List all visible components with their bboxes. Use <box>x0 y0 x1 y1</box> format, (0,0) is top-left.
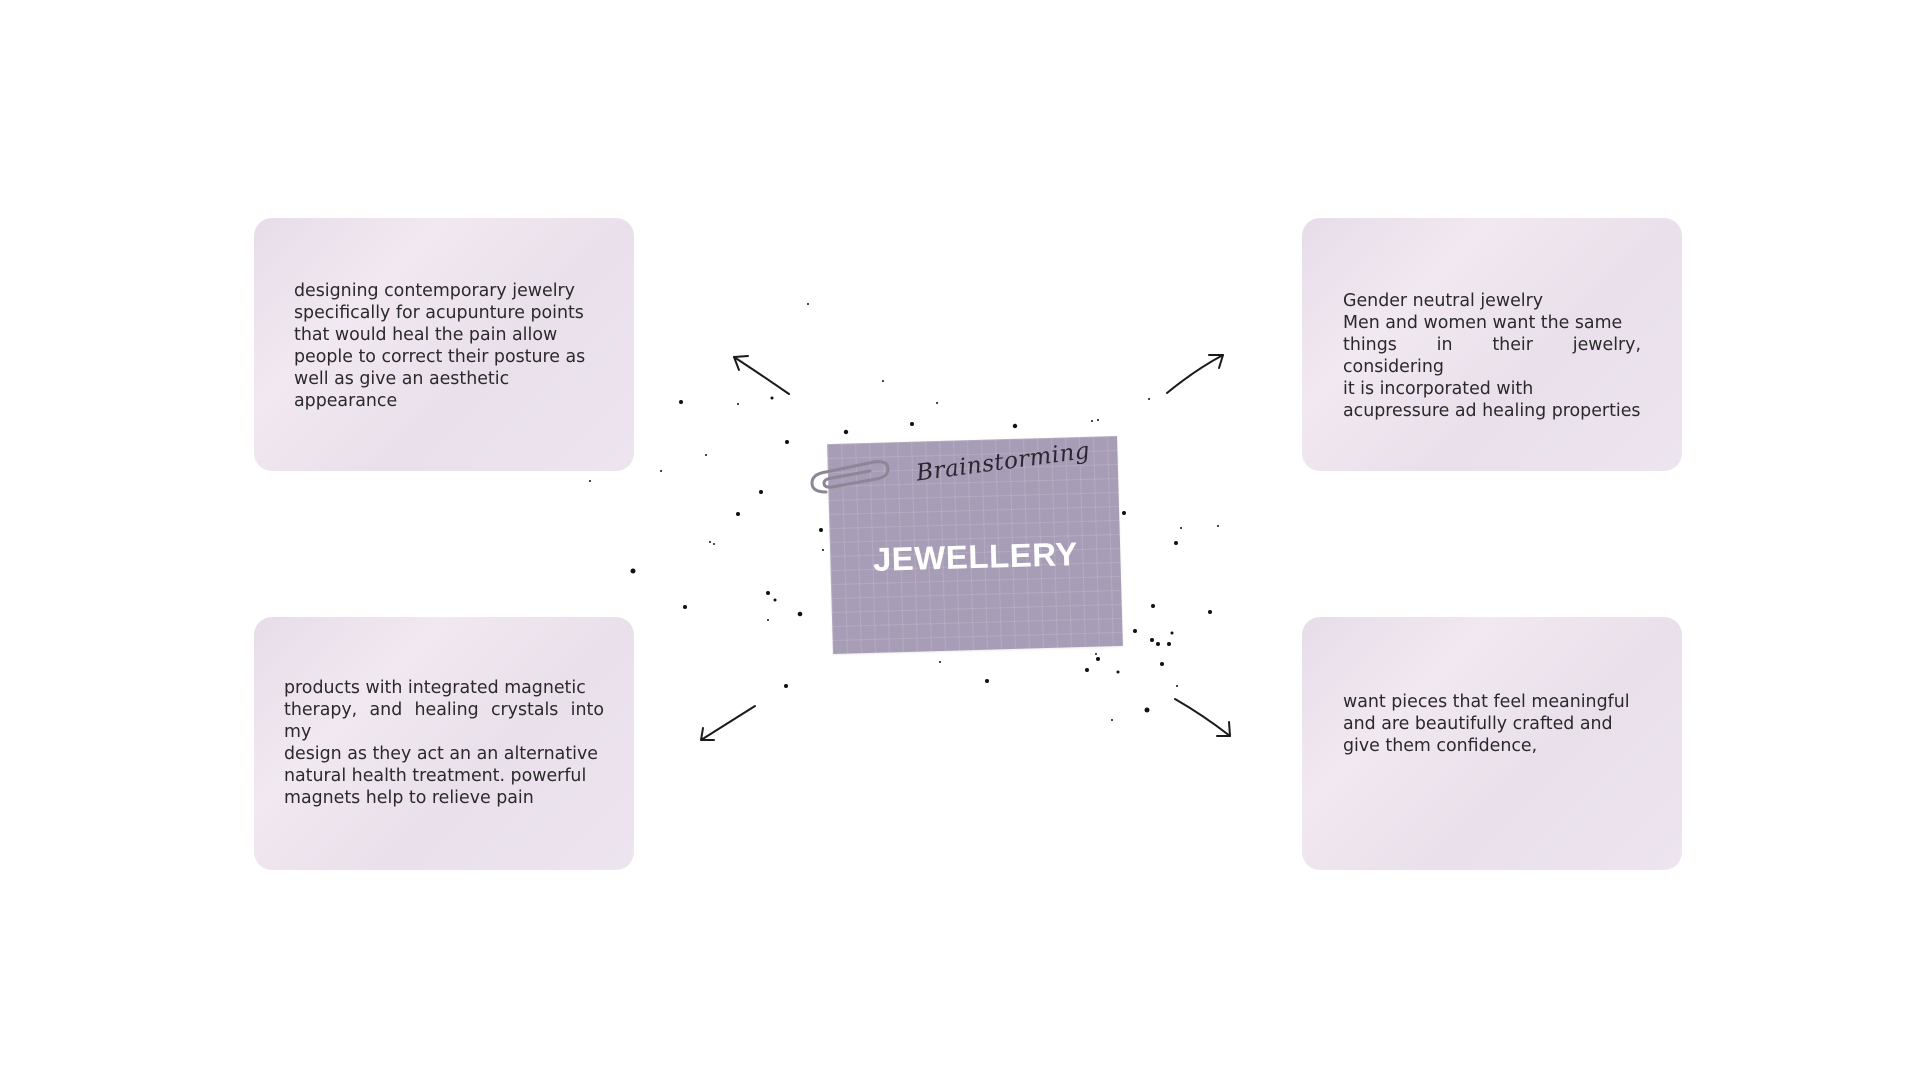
note-subtitle: Brainstorming <box>914 437 1092 487</box>
arrow-icon <box>700 705 756 741</box>
idea-card-text: designing contemporary jewelry specifica… <box>294 281 586 411</box>
arrow-icon <box>1174 698 1231 737</box>
idea-card-bottom-left: products with integrated magnetic therap… <box>254 617 634 870</box>
note-title: JEWELLERY <box>872 535 1079 578</box>
idea-card-top-left: designing contemporary jewelry specifica… <box>254 218 634 471</box>
paperclip-icon <box>810 460 890 494</box>
idea-card-text: products with integrated magnetic therap… <box>284 678 604 808</box>
speckle-dots <box>589 303 1219 721</box>
idea-card-text: want pieces that feel meaningful and are… <box>1343 692 1630 756</box>
idea-card-top-right: Gender neutral jewelry Men and women wan… <box>1302 218 1682 471</box>
idea-card-bottom-right: want pieces that feel meaningful and are… <box>1302 617 1682 870</box>
idea-card-text: Gender neutral jewelry Men and women wan… <box>1343 291 1641 421</box>
arrow-icon <box>1166 354 1224 394</box>
arrow-icon <box>733 355 790 395</box>
